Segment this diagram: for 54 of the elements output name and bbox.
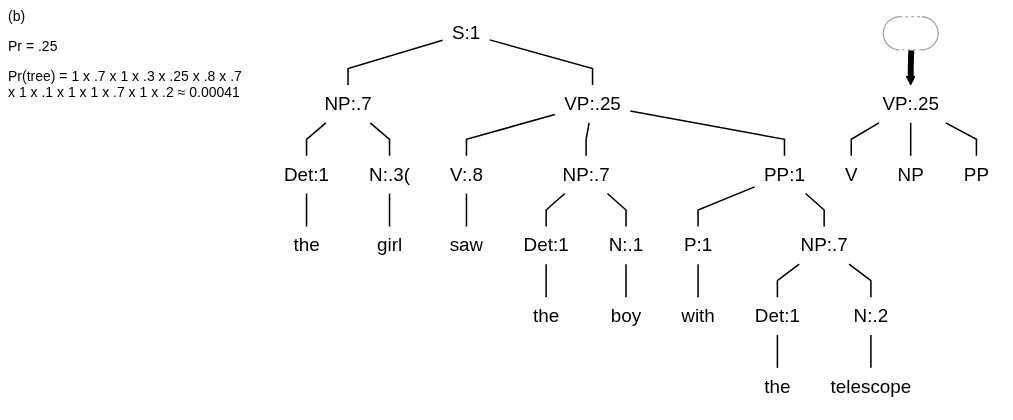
- node-text: N:.3(: [369, 164, 410, 185]
- connector: [697, 263, 699, 298]
- node-text: the: [533, 305, 560, 326]
- connector: [585, 122, 590, 157]
- node-text: girl: [376, 234, 403, 255]
- note-text: Pr(tree) = 1 x .7 x 1 x .3 x .25 x .8 x .7 x 1 x .1 x 1 x 1 x .7 x 1 x .2 ≈ 0.00041: [8, 68, 243, 100]
- node-text: V:.8: [450, 164, 483, 185]
- node-text: VP:.25: [564, 93, 621, 114]
- node-text: N:.1: [608, 234, 644, 255]
- node-text: VP:.25: [882, 93, 939, 114]
- connector: [870, 334, 872, 369]
- node-text: PP:1: [764, 164, 805, 185]
- node-text: V: [844, 164, 858, 185]
- connector: [945, 122, 978, 157]
- connector: [606, 192, 627, 228]
- connector: [625, 263, 627, 298]
- connector: [305, 192, 308, 228]
- arrow: [905, 50, 916, 86]
- connector: [848, 263, 872, 298]
- connector: [465, 192, 468, 228]
- connector: [305, 122, 327, 157]
- connector: [629, 110, 786, 157]
- connector: [369, 122, 391, 157]
- connector: [545, 192, 566, 228]
- node-text: PP: [963, 164, 989, 185]
- note-text: Pr = .25: [8, 38, 59, 54]
- node-text: Det:1: [284, 164, 330, 185]
- connector: [776, 334, 779, 369]
- node-text: saw: [449, 234, 484, 255]
- connector: [909, 122, 912, 157]
- connector: [850, 122, 880, 157]
- node-text: the: [293, 234, 320, 255]
- connector: [545, 263, 547, 298]
- node-text: Det:1: [523, 234, 569, 255]
- connector: [776, 263, 800, 298]
- connector: [465, 113, 556, 157]
- connector: [347, 39, 444, 86]
- node-text: N:.2: [853, 305, 889, 326]
- node-text: S:1: [451, 22, 481, 43]
- node-text: with: [681, 305, 715, 326]
- note-text: (b): [8, 8, 27, 24]
- node-text: NP: [897, 164, 924, 185]
- node-text: NP:.7: [324, 93, 372, 114]
- node-text: boy: [610, 305, 642, 326]
- node-text: NP:.7: [800, 234, 848, 255]
- connector: [697, 186, 756, 228]
- node-text: P:1: [683, 234, 713, 255]
- node-text: telescope: [830, 376, 912, 397]
- connector: [388, 192, 391, 228]
- node-text: Det:1: [754, 305, 800, 326]
- connector: [804, 192, 825, 228]
- node-text: NP:.7: [562, 164, 610, 185]
- connector: [488, 39, 594, 86]
- node-text: the: [764, 376, 791, 397]
